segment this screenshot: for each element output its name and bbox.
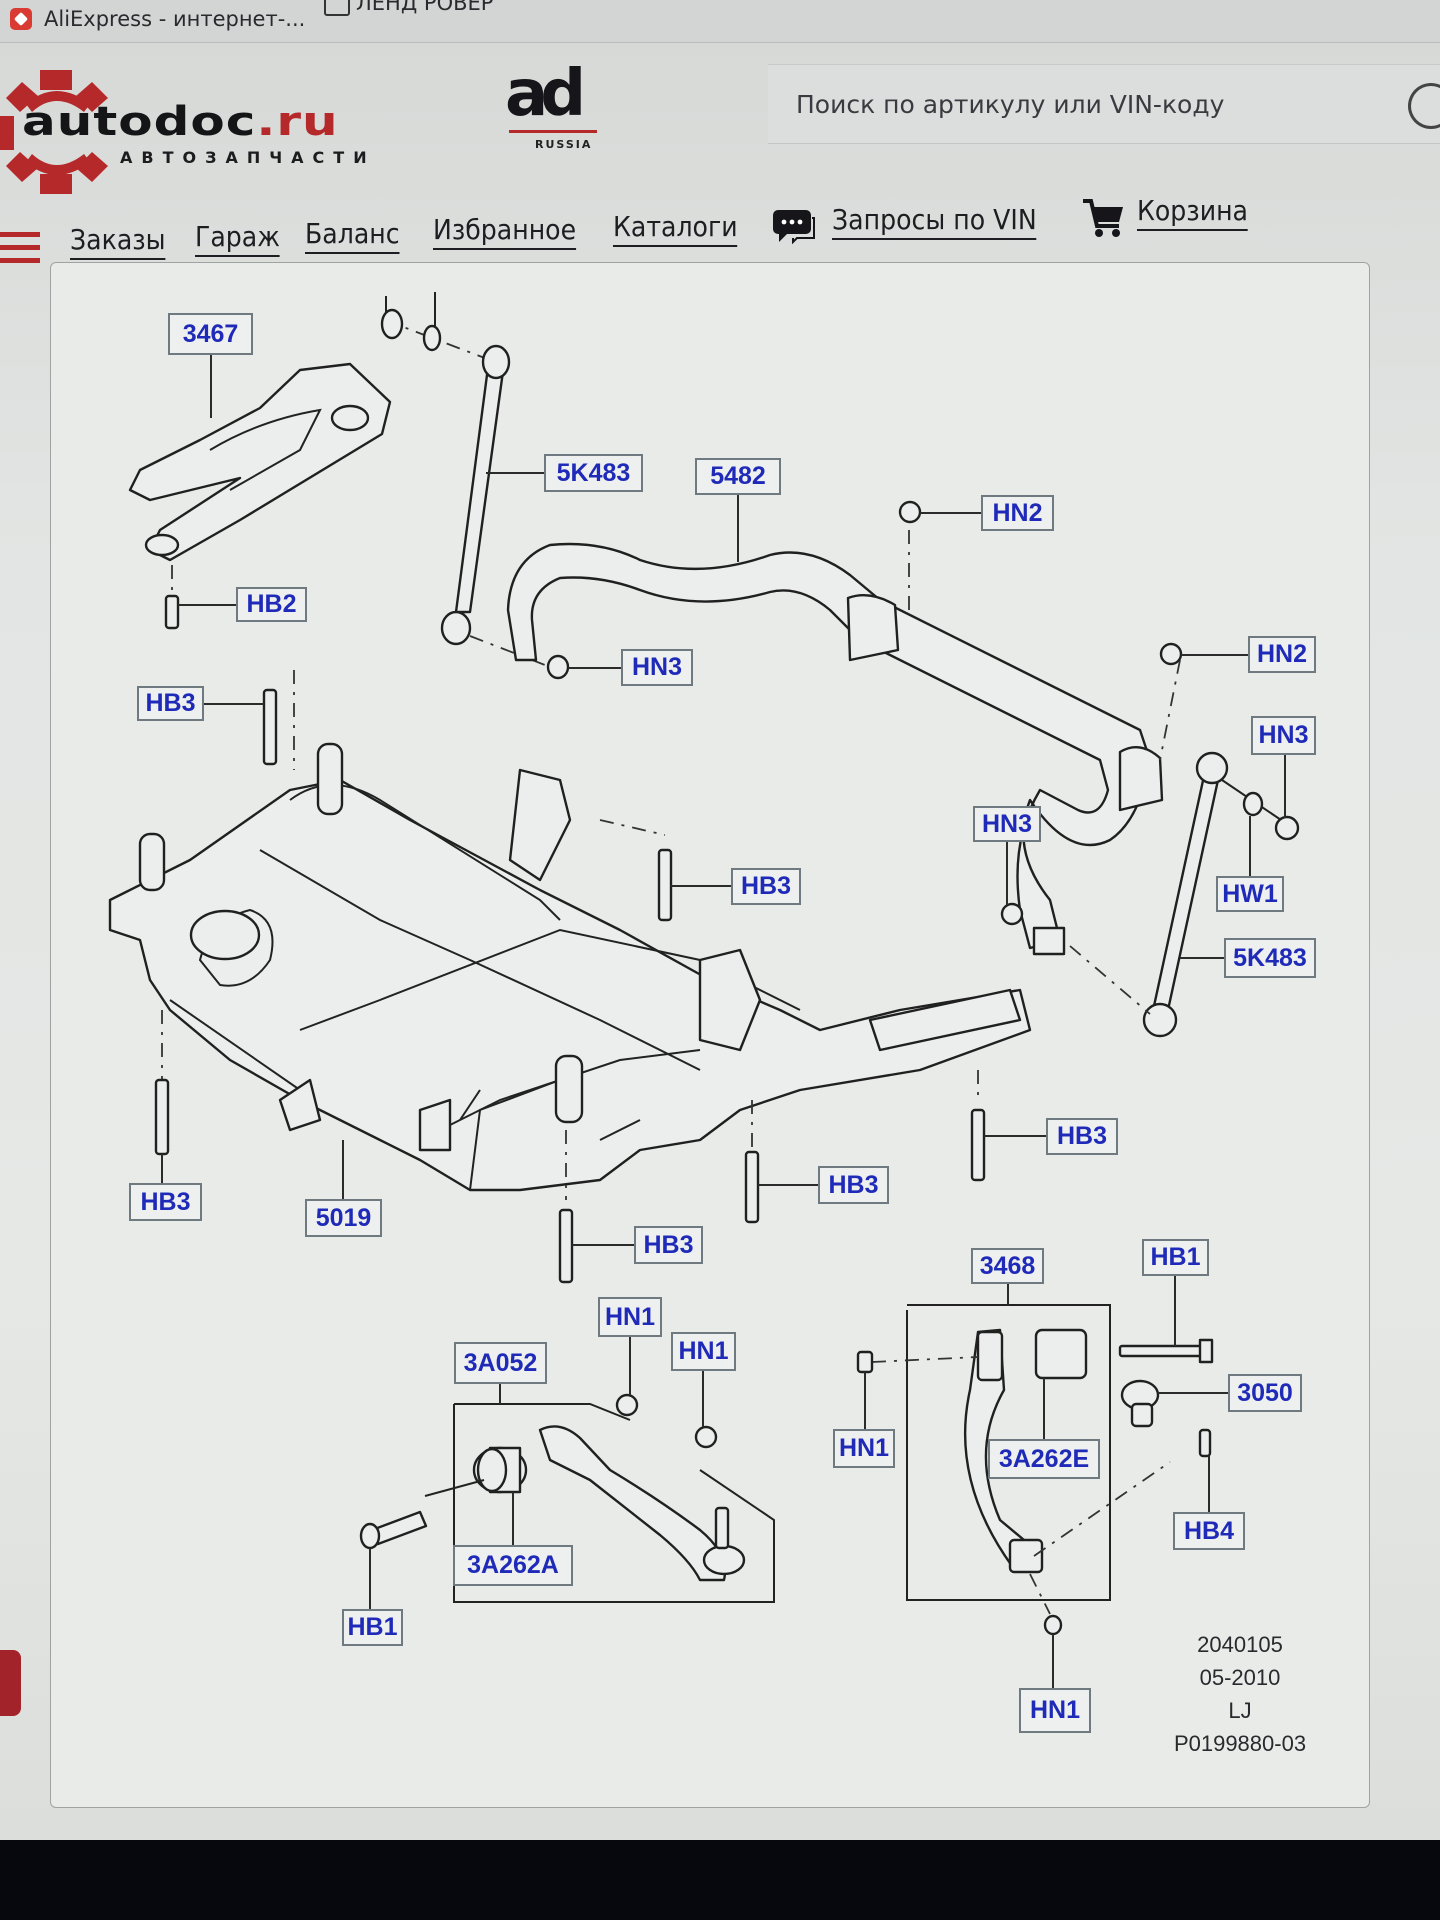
callout-5019[interactable]: 5019 [305,1199,382,1237]
callout-5k483[interactable]: 5K483 [544,454,643,492]
callout-hn3[interactable]: HN3 [1251,716,1316,755]
bookmarks-bar: AliExpress - интернет-... ЛЕНД РОВЕР [0,0,1440,43]
search-bar [768,64,1440,144]
bookmark-aliexpress[interactable]: AliExpress - интернет-... [10,4,305,34]
fastener-hn1-nut-bottom[interactable] [1029,1573,1063,1636]
callout-hn1[interactable]: HN1 [671,1332,736,1371]
fastener-hw1-washer[interactable] [1242,791,1264,817]
folder-icon [324,0,350,16]
callout-hb2[interactable]: HB2 [236,587,307,622]
callout-hn2[interactable]: HN2 [981,495,1054,531]
callout-3a262a[interactable]: 3A262A [453,1545,573,1586]
fastener-hb4-bolt[interactable] [1198,1428,1212,1458]
fastener-hb1-bolt-right[interactable] [1118,1338,1214,1364]
callout-3a262e[interactable]: 3A262E [988,1439,1100,1479]
search-input[interactable] [794,88,1358,120]
chat-icon [773,210,815,244]
nav-cart[interactable]: Корзина [1137,196,1249,231]
nav-orders[interactable]: Заказы [70,225,166,260]
fastener-hn3-nut-left[interactable] [546,654,570,680]
fastener-hn1-nut-left[interactable] [856,1350,874,1374]
cart-icon [1083,199,1123,237]
callout-hb3[interactable]: HB3 [129,1183,202,1221]
fastener-hb3-bolt-mid[interactable] [599,819,673,922]
callout-hn3[interactable]: HN3 [621,649,693,686]
fastener-hb3-bolt-top-left[interactable] [262,670,295,770]
callout-leader-lines [161,355,1286,1691]
callout-hn1[interactable]: HN1 [1019,1688,1091,1733]
callout-hb3[interactable]: HB3 [1046,1118,1118,1155]
monitor-bezel [0,1840,1440,1920]
drawing-model-code: LJ [1228,1698,1252,1723]
fastener-hb3-bolt-center[interactable] [744,1100,760,1224]
part-5k483-stabilizer-link-left[interactable] [380,292,546,666]
callout-3468[interactable]: 3468 [971,1248,1044,1284]
nav-garage[interactable]: Гараж [195,222,280,257]
aliexpress-icon [10,8,32,30]
ad-logo-mark: ad [505,57,586,131]
ad-logo-sub: RUSSIA [535,138,593,151]
browser-screen: AliExpress - интернет-... ЛЕНД РОВЕР aut… [0,0,1440,1840]
fastener-hn2-nut-right[interactable] [1159,642,1183,666]
callout-hn2[interactable]: HN2 [1248,636,1316,673]
bookmark-land-rover[interactable]: ЛЕНД РОВЕР [324,0,493,18]
fastener-hb1-bolt-left[interactable] [359,1479,485,1550]
callout-hb4[interactable]: HB4 [1173,1512,1245,1550]
callout-hb3[interactable]: HB3 [137,686,204,721]
nav-vin-requests[interactable]: Запросы по VIN [832,205,1037,240]
fastener-hn1-nut-a[interactable] [615,1393,639,1417]
part-3a052-lower-arm[interactable] [453,1403,775,1603]
fastener-hn3-nut-right[interactable] [1274,815,1300,841]
callout-hb3[interactable]: HB3 [818,1166,889,1204]
part-3a262a-bushing[interactable] [472,1446,528,1494]
callout-3467[interactable]: 3467 [168,313,253,355]
fastener-hn1-nut-b[interactable] [694,1425,718,1449]
callout-hb1[interactable]: HB1 [342,1609,403,1646]
part-3a262e-bushing[interactable] [1034,1328,1088,1380]
callout-hn1[interactable]: HN1 [598,1297,662,1337]
side-feedback-tab[interactable] [0,1650,21,1716]
callout-3a052[interactable]: 3A052 [454,1342,547,1384]
callout-hw1[interactable]: HW1 [1216,876,1284,912]
ad-logo-underline [509,130,597,133]
callout-hb3[interactable]: HB3 [731,868,801,905]
nav-catalogs[interactable]: Каталоги [613,212,738,247]
nav-favorites[interactable]: Избранное [433,215,577,250]
callout-5k483[interactable]: 5K483 [1224,938,1316,978]
callout-hb1[interactable]: HB1 [1142,1239,1209,1276]
search-icon[interactable] [1408,83,1440,129]
part-3050-ball-joint[interactable] [1120,1379,1160,1428]
gear-logo-icon [0,70,108,194]
autodoc-logo[interactable]: autodoc.ru АВТОЗАПЧАСТИ [0,68,400,198]
part-3467-skid-plate[interactable] [128,362,392,562]
part-5k483-stabilizer-link-right[interactable] [1069,751,1285,1038]
drawing-date: 05-2010 [1199,1665,1281,1690]
part-5019-subframe[interactable] [108,742,1032,1192]
part-5482-stabilizer-bar[interactable] [506,530,1181,956]
drawing-number: 2040105 [1197,1632,1283,1657]
callout-5482[interactable]: 5482 [695,458,781,495]
drawing-info: 2040105 05-2010 LJ P0199880-03 [1160,1628,1320,1760]
fastener-hb2-bolt[interactable] [164,565,180,630]
fastener-hn3-nut-center[interactable] [1000,902,1024,926]
callout-hb3[interactable]: HB3 [634,1226,703,1264]
bookmark-label: ЛЕНД РОВЕР [356,0,494,15]
callout-hn3[interactable]: HN3 [973,806,1041,842]
nav-balance[interactable]: Баланс [305,219,400,254]
parts-diagram [108,292,1300,1691]
fastener-hb3-bolt-lower-left[interactable] [154,1010,170,1156]
part-3468-upper-arm[interactable] [871,1304,1171,1601]
callout-hn1[interactable]: HN1 [833,1429,895,1468]
fastener-hn2-nut-top[interactable] [898,500,922,524]
logo-tagline: АВТОЗАПЧАСТИ [120,148,376,167]
logo-wordmark: autodoc.ru [22,98,339,145]
hamburger-menu-icon[interactable] [0,232,42,270]
bookmark-label: AliExpress - интернет-... [44,7,306,31]
drawing-reference: P0199880-03 [1173,1731,1307,1756]
callout-3050[interactable]: 3050 [1228,1374,1302,1412]
ad-russia-logo[interactable]: ad RUSSIA [505,62,605,152]
fastener-hb3-bolt-right[interactable] [970,1070,986,1182]
